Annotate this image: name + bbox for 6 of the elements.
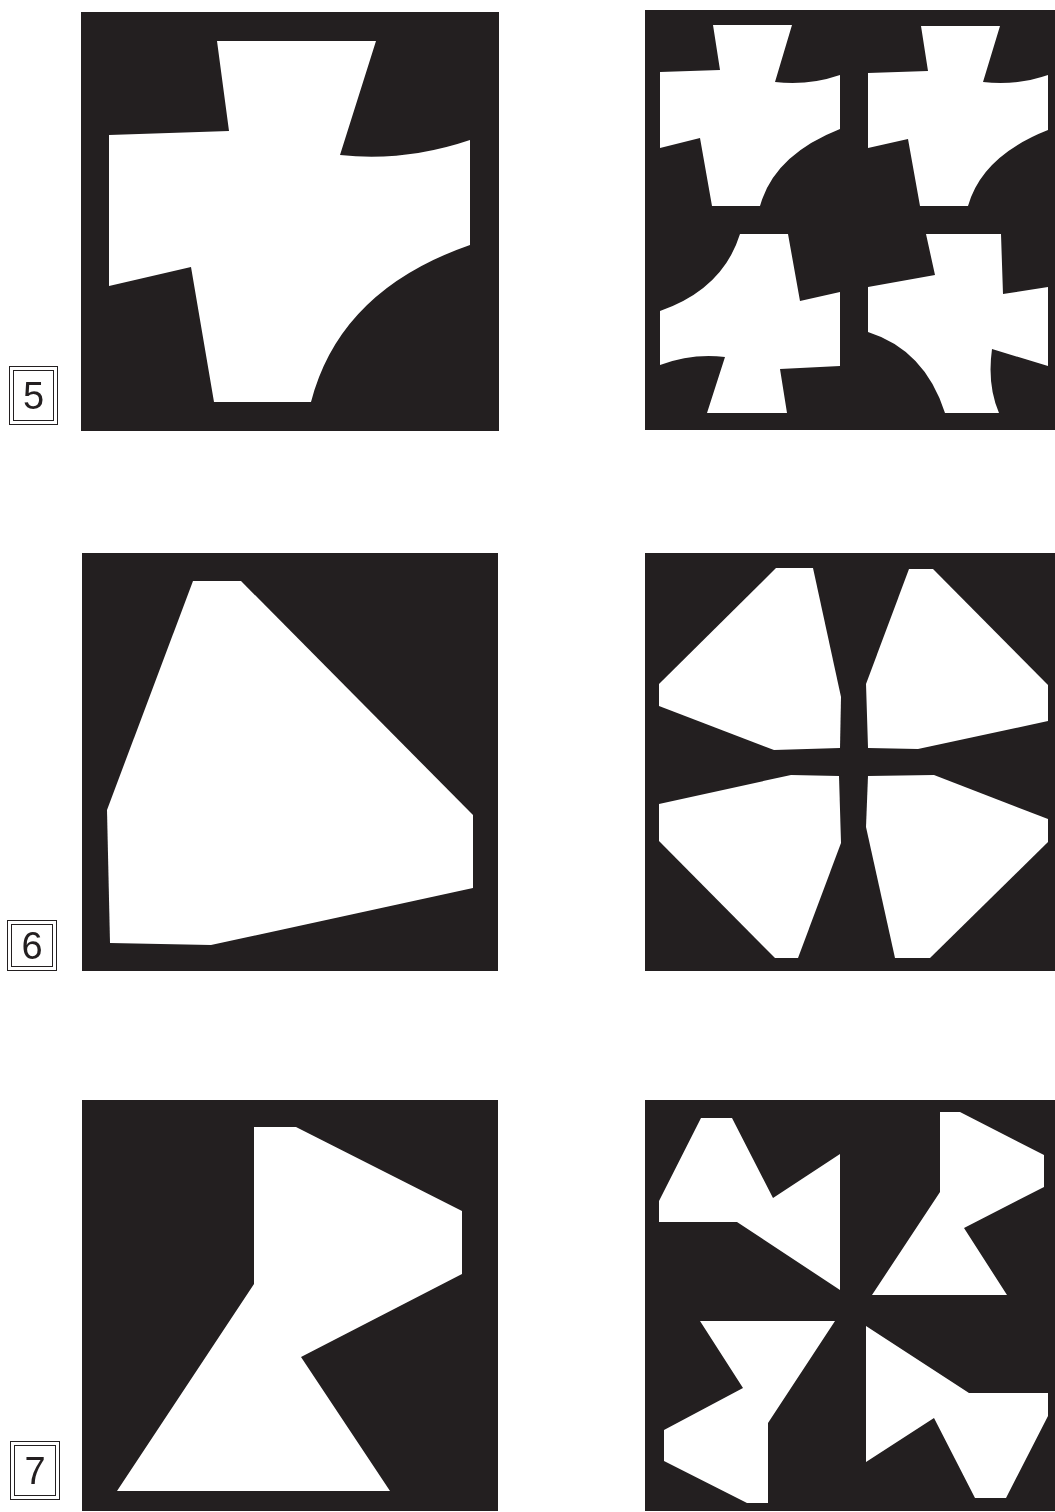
number-box: [9, 366, 58, 425]
panel-number: 6: [21, 926, 43, 965]
panel-number: 7: [24, 1451, 46, 1490]
panel-number: 5: [22, 376, 45, 415]
number-box: [10, 1441, 60, 1500]
number-box: [7, 920, 57, 971]
